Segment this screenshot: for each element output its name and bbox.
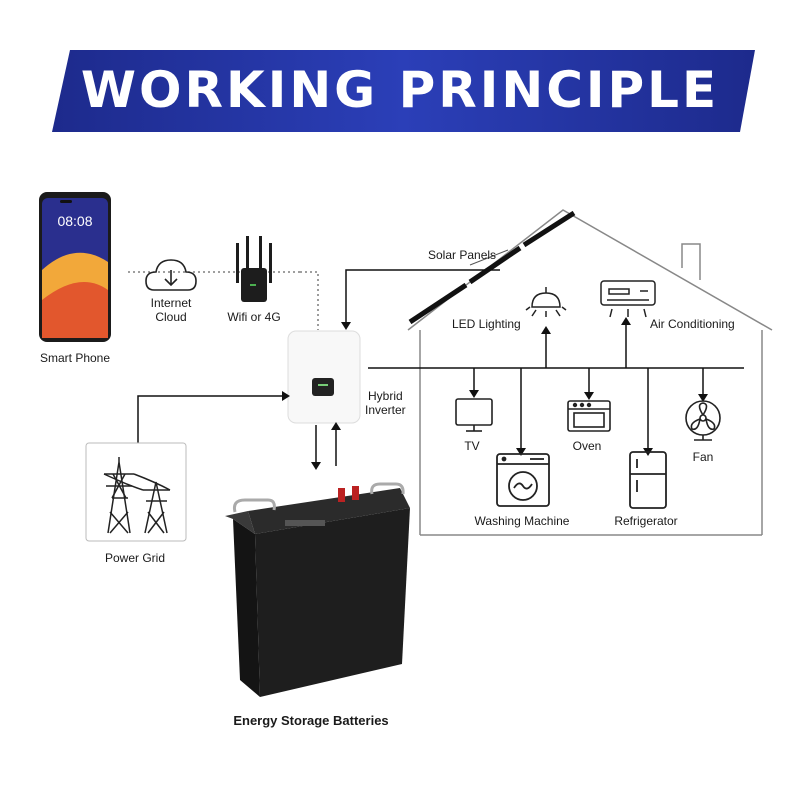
inverter-label-line1: Hybrid xyxy=(368,389,403,403)
refrigerator-label: Refrigerator xyxy=(614,514,677,528)
fan-icon xyxy=(686,401,720,440)
cloud-icon xyxy=(146,260,196,290)
tv-label: TV xyxy=(464,439,479,453)
inverter-label-line2: Inverter xyxy=(365,403,406,417)
led-lighting-label: LED Lighting xyxy=(452,317,521,331)
fan-label: Fan xyxy=(693,450,714,464)
battery-label: Energy Storage Batteries xyxy=(233,714,388,728)
router-icon xyxy=(236,236,272,302)
refrigerator-icon xyxy=(630,452,666,508)
solar-panels-icon xyxy=(410,213,574,322)
cloud-label-line1: Internet xyxy=(151,296,192,310)
power-grid-label: Power Grid xyxy=(105,551,165,565)
cloud-label-line2: Cloud xyxy=(155,310,186,324)
air-conditioner-icon xyxy=(601,281,655,317)
oven-label: Oven xyxy=(573,439,602,453)
washing-machine-label: Washing Machine xyxy=(475,514,570,528)
air-conditioning-label: Air Conditioning xyxy=(650,317,735,331)
tv-icon xyxy=(456,399,492,431)
router-label: Wifi or 4G xyxy=(227,310,280,324)
battery-cabinet-icon xyxy=(225,484,410,697)
solar-panels-label: Solar Panels xyxy=(428,248,496,262)
oven-icon xyxy=(568,401,610,431)
washing-machine-icon xyxy=(497,454,549,506)
power-grid-icon xyxy=(86,443,186,541)
phone-label: Smart Phone xyxy=(40,351,110,365)
led-lighting-icon xyxy=(526,287,566,317)
hybrid-inverter-icon xyxy=(288,331,360,423)
phone-time: 08:08 xyxy=(57,213,92,229)
